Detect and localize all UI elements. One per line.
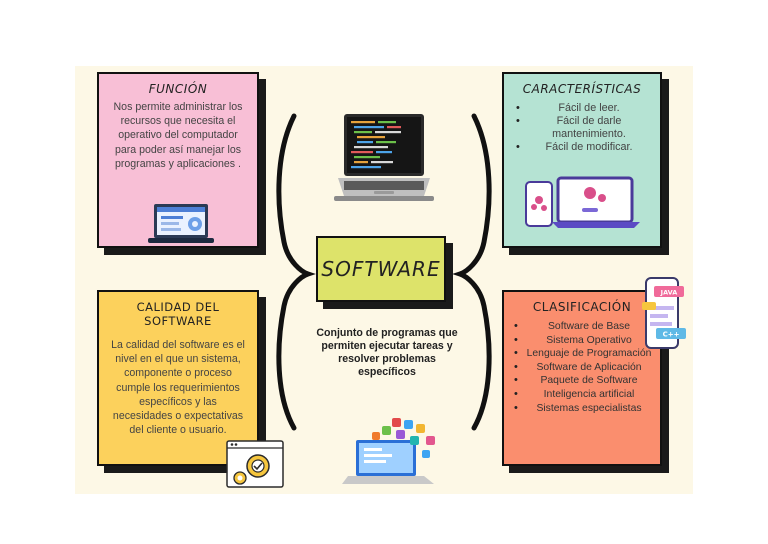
left-bracket [276,113,316,431]
calidad-text: La calidad del software es el nivel en e… [111,339,245,437]
clasificacion-title: CLASIFICACIÓN [532,300,632,314]
list-item: Software de Base [512,320,652,334]
java-badge: JAVA [660,289,678,297]
calidad-title: CALIDAD DEL SOFTWARE [136,300,220,328]
funcion-text: Nos permite administrar los recursos que… [113,101,243,170]
laptop-code-icon [334,114,434,201]
list-item: Fácil de darle mantenimiento. [514,115,650,141]
gear-check-icon [226,440,284,488]
center-node-software: SOFTWARE [316,236,446,302]
funcion-title: FUNCIÓN [148,82,208,96]
card-clasificacion: CLASIFICACIÓN Software de Base Sistema O… [502,290,662,466]
caracteristicas-list: Fácil de leer. Fácil de darle mantenimie… [514,102,650,154]
list-item: Inteligencia artificial [512,388,652,402]
laptop-settings-icon [148,204,214,243]
right-bracket [452,113,492,431]
cpp-badge: C++ [663,331,680,339]
laptop-apps-icon [342,418,435,484]
phone-code-icon: JAVA C++ [642,277,686,349]
list-item: Sistemas especialistas [512,402,652,416]
center-title: SOFTWARE [321,257,441,281]
caracteristicas-title: CARACTERÍSTICAS [522,82,642,96]
list-item: Sistema Operativo [512,334,652,348]
list-item: Lenguaje de Programación [512,347,652,361]
list-item: Software de Aplicación [512,361,652,375]
devices-icon [525,176,640,228]
list-item: Fácil de modificar. [514,141,650,154]
clasificacion-list: Software de Base Sistema Operativo Lengu… [512,320,652,415]
list-item: Paquete de Software [512,374,652,388]
card-calidad: CALIDAD DEL SOFTWARE La calidad del soft… [97,290,259,466]
list-item: Fácil de leer. [514,102,650,115]
card-funcion: FUNCIÓN Nos permite administrar los recu… [97,72,259,248]
software-definition: Conjunto de programas que permiten ejecu… [316,327,458,378]
